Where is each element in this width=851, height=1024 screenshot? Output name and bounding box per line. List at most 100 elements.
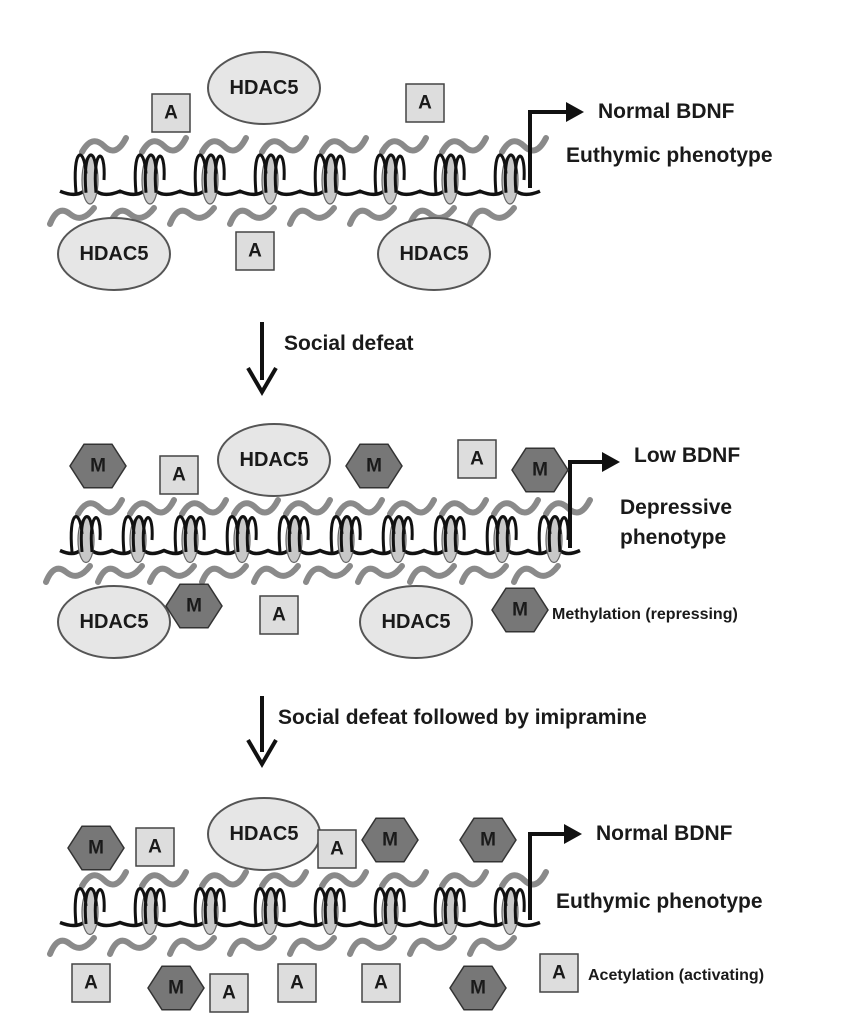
svg-text:M: M — [90, 456, 106, 477]
transcription-arrow — [528, 110, 568, 188]
svg-text:HDAC5: HDAC5 — [382, 611, 451, 633]
acetylation-mark: A — [209, 973, 249, 1013]
methylation-mark: M — [345, 443, 403, 489]
dna-coil — [225, 515, 258, 553]
dna-coil — [313, 153, 346, 193]
svg-text:M: M — [168, 978, 184, 999]
chromatin-strand — [47, 869, 549, 957]
svg-text:M: M — [186, 596, 202, 617]
hdac5-marker: HDAC5 — [57, 585, 171, 659]
hexagon-shape — [511, 447, 569, 493]
dna-coil — [73, 887, 106, 925]
dna-coil — [329, 515, 362, 553]
dna-coil — [173, 515, 206, 553]
down-arrowhead — [246, 366, 278, 396]
acetylation-mark: A — [159, 455, 199, 495]
svg-text:M: M — [480, 830, 496, 851]
bdnf-status-label: Normal BDNF — [596, 822, 733, 845]
bdnf-status-label: Normal BDNF — [598, 100, 735, 123]
methylation-mark: M — [165, 583, 223, 629]
panel-1: HDAC5 HDAC5 HDAC5 A A A Normal BDNF Euth… — [47, 51, 773, 291]
svg-text:HDAC5: HDAC5 — [230, 77, 299, 99]
svg-text:A: A — [172, 465, 186, 486]
acetylation-mark: A — [259, 595, 299, 635]
dna-coil — [121, 515, 154, 553]
transcription-arrow — [528, 832, 566, 920]
dna-coil — [73, 153, 106, 193]
dna-coil — [433, 153, 466, 193]
acetylation-mark: A — [317, 829, 357, 869]
svg-text:A: A — [222, 983, 236, 1004]
acetylation-legend-label: Acetylation (activating) — [588, 967, 764, 984]
svg-text:M: M — [366, 456, 382, 477]
dna-coil — [313, 887, 346, 925]
transition-label: Social defeat — [284, 332, 414, 355]
dna-coil — [253, 153, 286, 193]
hexagon-shape — [147, 965, 205, 1011]
svg-text:HDAC5: HDAC5 — [80, 243, 149, 265]
hexagon-shape — [459, 817, 517, 863]
acetylation-mark: A — [457, 439, 497, 479]
dna-linker — [59, 548, 581, 556]
dna-linker — [59, 920, 541, 928]
down-arrowhead — [246, 738, 278, 768]
phenotype-label-line2: phenotype — [620, 526, 726, 549]
histone-tails — [43, 497, 593, 585]
phenotype-label-line1: Depressive — [620, 496, 732, 519]
dna-coil — [493, 887, 526, 925]
methylation-mark: M — [67, 825, 125, 871]
svg-text:A: A — [164, 103, 178, 124]
panel-2: HDAC5 HDAC5 HDAC5 M M M M M A A A Low BD… — [43, 423, 740, 659]
svg-text:A: A — [290, 973, 304, 994]
svg-text:A: A — [470, 449, 484, 470]
hexagon-shape — [67, 825, 125, 871]
dna-coil — [69, 515, 102, 553]
methylation-mark: M — [449, 965, 507, 1011]
hexagon-shape — [345, 443, 403, 489]
svg-text:HDAC5: HDAC5 — [240, 449, 309, 471]
dna-coil — [253, 887, 286, 925]
transition-1: Social defeat — [246, 322, 414, 396]
methylation-mark: M — [511, 447, 569, 493]
transcription-arrow — [568, 460, 604, 548]
histone-tails — [47, 869, 549, 957]
svg-text:A: A — [272, 605, 286, 626]
acetylation-mark: A — [361, 963, 401, 1003]
methylation-mark: M — [69, 443, 127, 489]
histone-tails — [47, 135, 549, 227]
svg-text:M: M — [470, 978, 486, 999]
hdac5-marker: HDAC5 — [359, 585, 473, 659]
transition-label: Social defeat followed by imipramine — [278, 706, 647, 729]
svg-text:A: A — [330, 839, 344, 860]
svg-text:A: A — [148, 837, 162, 858]
hexagon-shape — [69, 443, 127, 489]
transition-2: Social defeat followed by imipramine — [246, 696, 647, 768]
phenotype-label: Euthymic phenotype — [556, 890, 763, 913]
acetylation-mark: A — [539, 953, 579, 993]
svg-text:A: A — [84, 973, 98, 994]
dna-coil — [193, 153, 226, 193]
acetylation-mark: A — [405, 83, 445, 123]
hexagon-shape — [165, 583, 223, 629]
hdac5-marker: HDAC5 — [57, 217, 171, 291]
transcription-arrowhead — [564, 824, 582, 844]
dna-coil — [133, 887, 166, 925]
svg-text:A: A — [418, 93, 432, 114]
dna-coil — [373, 153, 406, 193]
hexagon-shape — [449, 965, 507, 1011]
dna-coil — [433, 887, 466, 925]
methylation-legend-label: Methylation (repressing) — [552, 606, 738, 623]
dna-linker — [59, 189, 541, 197]
phenotype-label: Euthymic phenotype — [566, 144, 773, 167]
svg-text:M: M — [382, 830, 398, 851]
svg-text:HDAC5: HDAC5 — [80, 611, 149, 633]
transcription-arrowhead — [602, 452, 620, 472]
hdac5-marker: HDAC5 — [377, 217, 491, 291]
chromatin-strand — [47, 135, 549, 227]
svg-text:A: A — [248, 241, 262, 262]
svg-text:A: A — [552, 963, 566, 984]
acetylation-mark: A — [151, 93, 191, 133]
panel-3: HDAC5 M M M M M A A A A A A — [47, 797, 764, 1013]
hdac5-marker: HDAC5 — [207, 51, 321, 125]
dna-coil — [493, 153, 526, 193]
